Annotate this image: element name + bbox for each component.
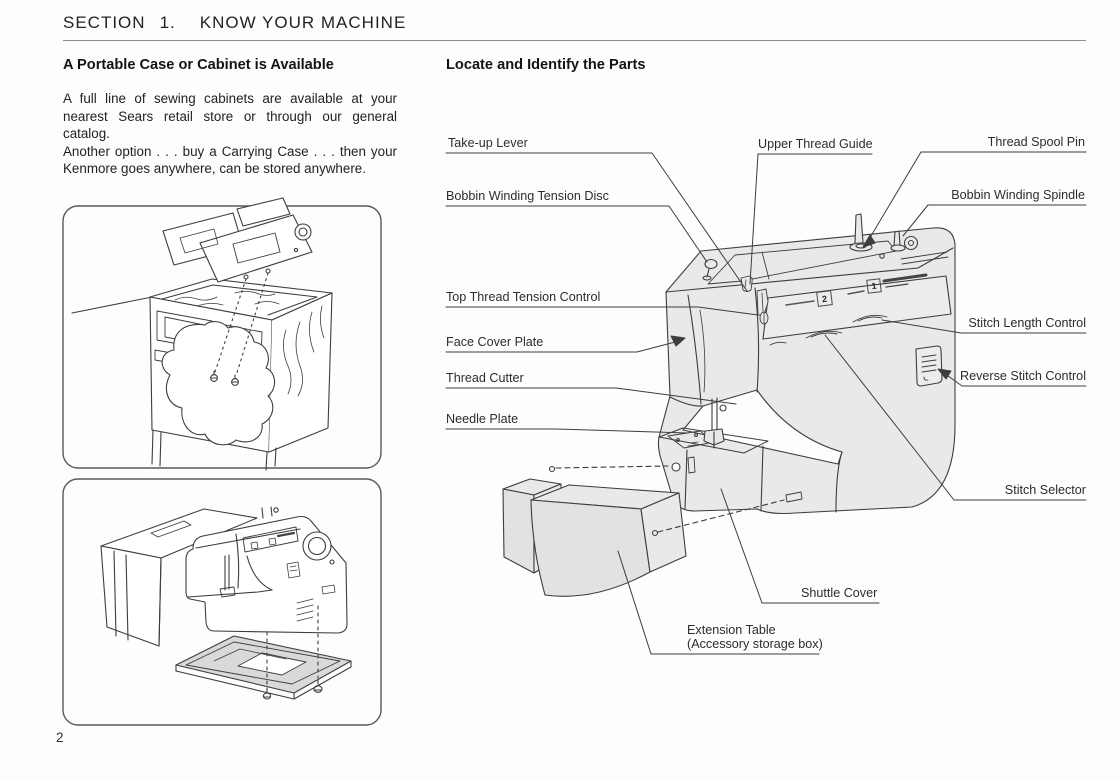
label-thread-spool-pin: Thread Spool Pin: [987, 135, 1085, 149]
label-top-thread-tension-control: Top Thread Tension Control: [446, 290, 601, 304]
label-bobbin-winding-tension-disc: Bobbin Winding Tension Disc: [446, 189, 609, 203]
label-stitch-length-control: Stitch Length Control: [968, 316, 1086, 330]
label-upper-thread-guide: Upper Thread Guide: [758, 137, 873, 151]
section-heading-text: KNOW YOUR MACHINE: [199, 13, 407, 32]
machine-underside-drawing: [162, 197, 313, 283]
extension-table-drawing: [502, 465, 687, 597]
table-alignment-lines: [555, 456, 785, 533]
callout-lines: [445, 151, 1087, 655]
sewing-machine-drawing: [657, 213, 956, 515]
label-bobbin-winding-spindle: Bobbin Winding Spindle: [951, 188, 1085, 202]
right-column-heading: Locate and Identify the Parts: [446, 57, 646, 73]
section-number: 1.: [159, 13, 176, 32]
label-reverse-stitch-control: Reverse Stitch Control: [960, 369, 1086, 383]
carrying-case-figure: [100, 506, 352, 700]
case-base-plate-drawing: [175, 635, 352, 700]
paragraph-cabinets: A full line of sewing cabinets are avail…: [63, 91, 397, 142]
machine-in-case-drawing: [185, 506, 348, 634]
cabinet-installation-figure: [71, 197, 333, 471]
panel-dial-right: 1: [866, 278, 882, 294]
left-column-body: A full line of sewing cabinets are avail…: [63, 90, 397, 178]
paragraph-carrying-case: Another option . . . buy a Carrying Case…: [63, 143, 397, 177]
label-stitch-selector: Stitch Selector: [1004, 483, 1086, 497]
panel-dial-left: 2: [816, 290, 833, 307]
header-rule: [63, 40, 1086, 41]
section-label: SECTION: [63, 13, 146, 32]
label-extension-table-line1: Extension Table: [687, 623, 776, 637]
case-screws: [262, 605, 323, 700]
left-column-heading: A Portable Case or Cabinet is Available: [63, 57, 334, 73]
label-shuttle-cover: Shuttle Cover: [801, 586, 878, 600]
mounting-screws: [210, 272, 269, 386]
label-face-cover-plate: Face Cover Plate: [446, 335, 544, 349]
label-needle-plate: Needle Plate: [446, 412, 519, 426]
label-thread-cutter: Thread Cutter: [446, 371, 524, 385]
figure-frames: [62, 205, 382, 726]
section-header: SECTION 1. KNOW YOUR MACHINE: [63, 13, 406, 33]
page-number: 2: [56, 730, 64, 745]
label-extension-table: Extension Table (Accessory storage box): [687, 623, 823, 651]
label-extension-table-line2: (Accessory storage box): [687, 636, 823, 651]
label-take-up-lever: Take-up Lever: [448, 136, 528, 150]
